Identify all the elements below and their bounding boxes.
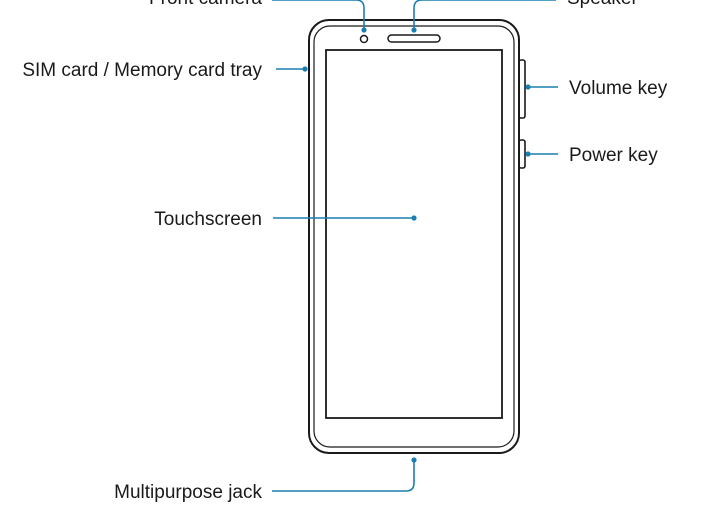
front-camera-lens [359, 34, 369, 44]
touchscreen-area [325, 49, 503, 419]
leader-front-camera [272, 0, 365, 30]
label-speaker: Speaker [567, 0, 638, 9]
leader-dot-front-camera [361, 27, 367, 33]
callout-labels: Front camera Speaker SIM card / Memory c… [22, 0, 667, 503]
label-touchscreen: Touchscreen [154, 209, 262, 230]
leader-dot-power-key [525, 151, 531, 157]
leader-lines [272, 0, 558, 492]
speaker-grille [387, 34, 441, 43]
leader-dot-speaker [411, 27, 417, 33]
leader-speaker [413, 0, 556, 30]
phone-outer-frame [308, 19, 520, 454]
volume-key-button [518, 59, 526, 119]
leader-dot-volume-key [525, 84, 531, 90]
label-multipurpose-jack: Multipurpose jack [114, 482, 262, 503]
leader-dot-multipurpose-jack [411, 457, 417, 463]
power-key-button [518, 139, 526, 169]
label-power-key: Power key [569, 145, 658, 166]
label-sim-tray: SIM card / Memory card tray [22, 60, 262, 81]
label-volume-key: Volume key [569, 78, 668, 99]
leader-multipurpose-jack [272, 460, 415, 492]
leader-dot-touchscreen [411, 215, 417, 221]
phone-illustration [308, 19, 526, 454]
label-front-camera: Front camera [149, 0, 262, 9]
leader-dot-sim-tray [302, 66, 308, 72]
phone-inner-frame [313, 25, 515, 448]
